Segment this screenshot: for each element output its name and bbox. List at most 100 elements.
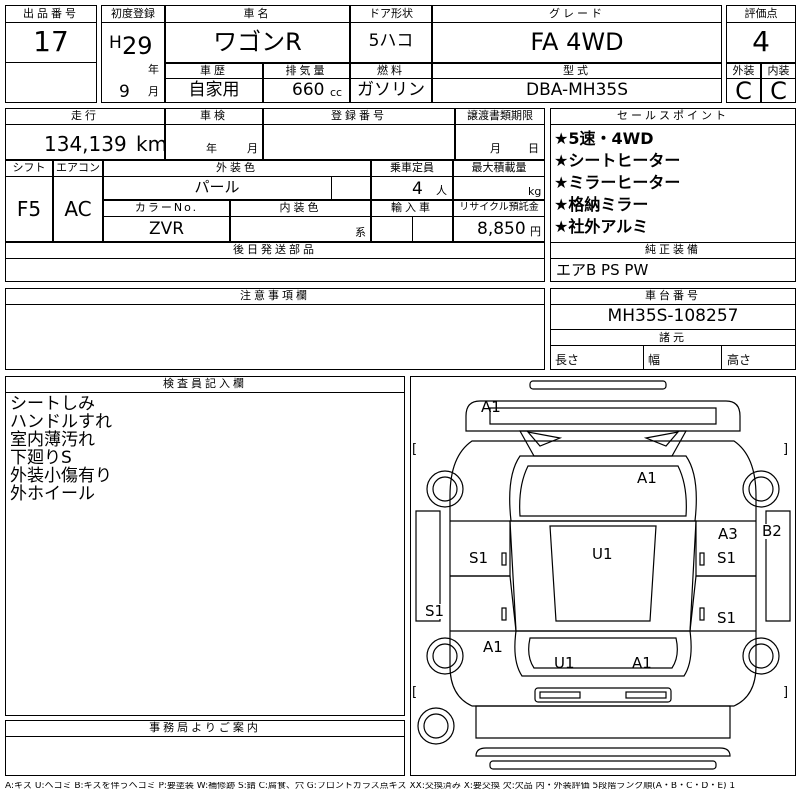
- diagram-bracket-fr: ]: [783, 442, 789, 457]
- car-diagram-box: [410, 376, 796, 776]
- sales-points-header-line: [550, 108, 796, 125]
- inspector-label: 検査員記入欄: [163, 377, 247, 390]
- lot-box: [5, 5, 97, 103]
- first-reg-header-line: [101, 5, 165, 23]
- inspection-box: [165, 108, 263, 160]
- inspector-box: [5, 376, 405, 716]
- grade-value: FA 4WD: [530, 28, 624, 56]
- diagram-bracket-rl: [: [412, 685, 418, 700]
- chassis-value: MH35S-108257: [607, 306, 739, 326]
- transfer-label: 譲渡書類期限: [467, 109, 533, 122]
- specs-label: 諸元: [659, 331, 687, 344]
- door-value: 5ハコ: [368, 31, 414, 51]
- history-label: 車歴: [200, 64, 228, 77]
- car-name-label: 車名: [243, 7, 272, 20]
- mileage-value: 134,139: [44, 132, 127, 156]
- color-no-header-line: [103, 200, 230, 217]
- damage-mark: B2: [762, 522, 782, 540]
- damage-mark: S1: [717, 609, 737, 627]
- equipment-header-line: [550, 242, 796, 259]
- capacity-unit: 人: [436, 184, 447, 197]
- first-reg-label: 初度登録: [111, 7, 155, 20]
- int-color-header-line: [230, 200, 371, 217]
- int-color-box: [230, 200, 371, 242]
- specs-top-line: [550, 288, 796, 330]
- exterior-grade-value: C: [735, 77, 752, 105]
- car-name-value: ワゴンR: [213, 28, 302, 56]
- first-reg-month-unit: 月: [148, 85, 159, 98]
- mileage-header-line: [5, 108, 165, 125]
- displacement-header-line: [263, 63, 350, 79]
- score-header-line: [726, 5, 796, 23]
- inspector-note: 外ホイール: [10, 484, 95, 504]
- equipment-box: [550, 242, 796, 282]
- equipment-label: 純正装備: [645, 243, 701, 256]
- car-diagram-outline: [415, 380, 791, 770]
- max-load-box: [453, 160, 545, 200]
- recycle-header-line: [453, 200, 545, 217]
- color-no-box: [103, 200, 230, 242]
- shift-header-line: [5, 160, 53, 177]
- inspector-note: 室内薄汚れ: [10, 430, 95, 450]
- damage-mark: S1: [717, 549, 737, 567]
- later-parts-box: [5, 242, 545, 282]
- damage-mark: A1: [632, 654, 652, 672]
- mileage-unit: km: [136, 132, 168, 156]
- damage-mark: A1: [637, 469, 657, 487]
- equipment-value: エアB PS PW: [556, 261, 649, 279]
- model-value: DBA-MH35S: [525, 80, 629, 100]
- inspection-month-unit: 月: [247, 142, 258, 155]
- chassis-header-line: [550, 288, 796, 305]
- max-load-header-line: [453, 160, 545, 177]
- recycle-value: 8,850: [477, 219, 526, 239]
- shift-label: シフト: [12, 161, 46, 174]
- first-reg-era: H: [109, 33, 122, 53]
- displacement-unit: cc: [330, 86, 343, 99]
- reg-no-label: 登録番号: [331, 109, 387, 122]
- lot-divider: [5, 5, 97, 63]
- aircon-header-line: [53, 160, 103, 177]
- fuel-label: 燃料: [377, 64, 405, 77]
- first-reg-year-unit: 年: [148, 63, 159, 76]
- sales-point-item: ★格納ミラー: [554, 195, 649, 214]
- first-reg-month: 9: [119, 82, 130, 102]
- notes-box: [5, 288, 545, 370]
- transfer-box: [455, 108, 545, 160]
- fuel-header-line: [350, 63, 432, 79]
- specs-width-label: 幅: [648, 353, 661, 367]
- sales-point-item: ★シートヒーター: [554, 151, 681, 170]
- specs-length-label: 長さ: [555, 353, 580, 367]
- exterior-grade-label: 外装: [732, 64, 755, 77]
- lot-header-line: [5, 5, 97, 23]
- import-sub-cell: [412, 216, 453, 242]
- interior-grade-label: 内装: [767, 64, 790, 77]
- displacement-value: 660: [292, 80, 325, 100]
- damage-mark: U1: [592, 545, 613, 563]
- history-box: [165, 63, 263, 103]
- office-box: [5, 720, 405, 776]
- inspector-note: 外装小傷有り: [10, 466, 112, 486]
- recycle-unit: 円: [530, 225, 541, 238]
- exterior-grade-header-line: [726, 63, 761, 79]
- sales-points-label: セールスポイント: [617, 109, 729, 122]
- exterior-grade-box: [726, 63, 761, 103]
- color-no-value: ZVR: [148, 219, 185, 239]
- fuel-value: ガソリン: [357, 80, 425, 100]
- office-label: 事務局よりご案内: [149, 721, 261, 734]
- ext-color-label: 外装色: [216, 161, 258, 174]
- mileage-box: [5, 108, 165, 160]
- car-name-header-line: [165, 5, 350, 23]
- lot-number: 17: [33, 25, 69, 58]
- interior-grade-box: [761, 63, 796, 103]
- transfer-header-line: [455, 108, 545, 125]
- capacity-header-line: [371, 160, 453, 177]
- damage-mark: A3: [718, 525, 738, 543]
- model-header-line: [432, 63, 722, 79]
- damage-mark: S1: [469, 549, 489, 567]
- history-header-line: [165, 63, 263, 79]
- history-value: 自家用: [188, 80, 240, 100]
- int-color-unit: 系: [355, 226, 366, 239]
- legend-text: A:キズ U:ヘコミ B:キズを伴うヘコミ P:要塗装 W:補修跡 S:錆 C:…: [5, 782, 736, 791]
- sales-point-item: ★5速・4WD: [554, 129, 654, 148]
- capacity-box: [371, 160, 453, 200]
